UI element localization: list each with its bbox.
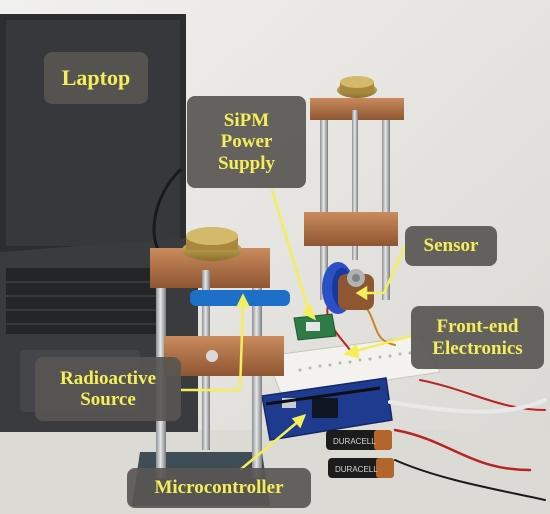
pointer-microcontroller <box>239 419 301 471</box>
battery-text-1: DURACELL <box>333 437 376 446</box>
pointer-sipm <box>270 189 312 316</box>
sensor-assembly <box>322 262 374 314</box>
label-sipm-power-supply: SiPM Power Supply <box>187 96 306 188</box>
label-laptop: Laptop <box>44 52 148 104</box>
label-sensor: Sensor <box>405 226 497 266</box>
laptop-keyboard <box>6 268 156 334</box>
pointer-sensor <box>382 245 407 294</box>
pointer-lines <box>181 189 412 471</box>
battery-text-2: DURACELL <box>335 465 378 474</box>
back-stand <box>304 76 404 300</box>
label-front-end-electronics: Front-end Electronics <box>411 306 544 369</box>
pointer-front-end <box>351 334 412 354</box>
batteries: DURACELL DURACELL <box>326 430 394 478</box>
label-radioactive-source: Radioactive Source <box>35 357 181 421</box>
source-holder-blue <box>190 290 290 306</box>
label-microcontroller: Microcontroller <box>127 468 311 508</box>
breadboard <box>265 335 441 397</box>
sipm-power-supply-module <box>293 313 337 341</box>
